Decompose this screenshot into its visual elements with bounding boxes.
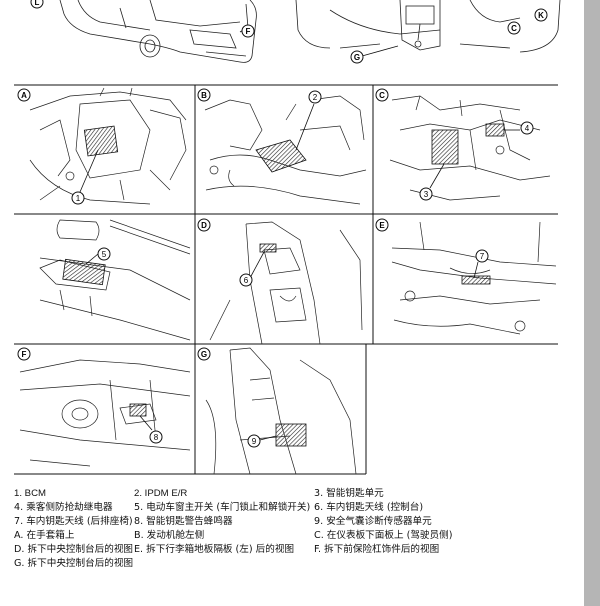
callout-5: 5 <box>85 247 111 265</box>
svg-text:B: B <box>201 91 207 100</box>
legend-item-3: 3. 智能钥匙单元 <box>314 488 384 499</box>
legend-item-f: F. 拆下前保险杠饰件后的视图 <box>314 544 440 555</box>
panel-b-letter: B <box>197 88 211 102</box>
legend-item-a: A. 在手套箱上 <box>14 530 75 541</box>
legend-item-d: D. 拆下中央控制台后的视图 <box>14 544 134 555</box>
panel-d-letter: D <box>197 218 211 232</box>
callout-9: 9 <box>247 434 277 448</box>
svg-text:C: C <box>379 91 385 100</box>
warning-buzzer-shape <box>129 403 147 417</box>
svg-text:A: A <box>21 91 27 100</box>
top-vehicle-overview <box>59 0 561 63</box>
panel-c-drawing <box>389 95 551 201</box>
svg-text:F: F <box>22 350 27 359</box>
callout-G-top: G <box>350 45 399 64</box>
callout-C-top: C <box>507 21 521 35</box>
svg-text:F: F <box>246 27 251 36</box>
legend-item-4: 4. 乘客侧防抢劫继电器 <box>14 502 113 513</box>
smart-key-unit-shape <box>431 129 459 165</box>
airbag-sensor-shape <box>275 423 307 447</box>
legend-item-c: C. 在仪表板下面板上 (驾驶员侧) <box>314 530 453 541</box>
callout-2: 2 <box>295 90 322 151</box>
panel-f-drawing <box>19 359 191 467</box>
svg-text:7: 7 <box>480 252 485 261</box>
svg-text:D: D <box>201 221 207 230</box>
svg-text:L: L <box>35 0 40 7</box>
legend-item-6: 6. 车内钥匙天线 (控制台) <box>314 502 424 513</box>
legend-item-1: 1. BCM <box>14 488 46 499</box>
component-location-diagram: L F G K C A <box>14 0 561 475</box>
callout-8: 8 <box>139 415 163 444</box>
panel-grid <box>14 84 558 475</box>
callout-F-top: F <box>239 24 255 38</box>
svg-text:2: 2 <box>313 93 318 102</box>
panel-door-drawing <box>39 219 191 341</box>
panel-c-letter: C <box>375 88 389 102</box>
svg-text:8: 8 <box>154 433 159 442</box>
panel-e-drawing <box>391 221 557 335</box>
panel-b-drawing <box>204 95 367 205</box>
legend-item-9: 9. 安全气囊诊断传感器单元 <box>314 516 432 527</box>
ipdm-unit-shape <box>255 139 307 173</box>
callout-K-top: K <box>534 8 548 22</box>
panel-a-drawing <box>29 87 187 205</box>
legend-item-7: 7. 车内钥匙天线 (后排座椅) <box>14 516 133 527</box>
legend-item-2: 2. IPDM E/R <box>134 488 188 499</box>
rear-antenna-shape <box>461 275 491 285</box>
callout-L: L <box>30 0 44 9</box>
legend-item-e: E. 拆下行李箱地板隔板 (左) 后的视图 <box>134 544 295 555</box>
panel-d-drawing <box>209 221 363 345</box>
anti-hijack-relay-shape <box>485 123 505 137</box>
page-edge-bar <box>584 0 600 606</box>
legend-item-5: 5. 电动车窗主开关 (车门锁止和解锁开关) <box>134 502 311 513</box>
svg-text:G: G <box>354 53 360 62</box>
bcm-unit-shape <box>83 125 119 157</box>
svg-text:4: 4 <box>525 124 530 133</box>
power-window-switch-shape <box>62 258 106 286</box>
callout-4: 4 <box>504 121 534 135</box>
svg-text:6: 6 <box>244 276 249 285</box>
svg-text:C: C <box>511 24 517 33</box>
panel-a-letter: A <box>17 88 31 102</box>
svg-text:3: 3 <box>424 190 429 199</box>
svg-text:K: K <box>538 11 544 20</box>
legend-item-8: 8. 智能钥匙警告蜂鸣器 <box>134 516 233 527</box>
callout-6: 6 <box>239 251 265 287</box>
legend-item-b: B. 发动机舱左侧 <box>134 530 205 541</box>
callout-3: 3 <box>419 163 445 201</box>
svg-text:E: E <box>379 221 385 230</box>
panel-e-letter: E <box>375 218 389 232</box>
console-antenna-shape <box>259 243 277 253</box>
callout-7: 7 <box>473 249 489 279</box>
svg-text:G: G <box>201 350 207 359</box>
panel-f-letter: F <box>17 347 31 361</box>
panel-g-drawing <box>205 347 357 475</box>
svg-text:1: 1 <box>76 194 81 203</box>
svg-text:9: 9 <box>252 437 257 446</box>
legend-item-g: G. 拆下中央控制台后的视图 <box>14 558 134 569</box>
callout-1: 1 <box>71 149 99 205</box>
panel-g-letter: G <box>197 347 211 361</box>
svg-text:5: 5 <box>102 250 107 259</box>
